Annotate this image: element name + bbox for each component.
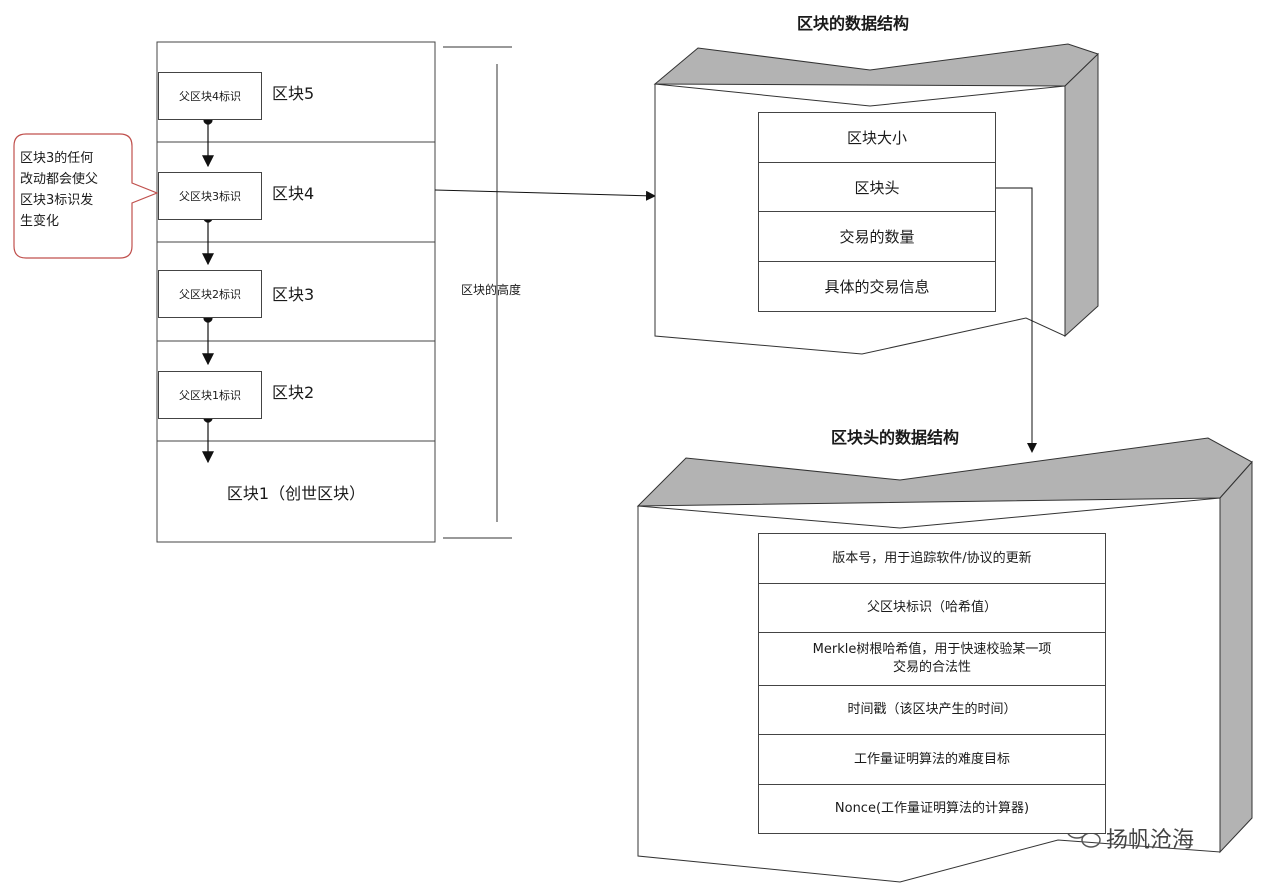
parent-ref-box: 父区块4标识 bbox=[158, 72, 262, 120]
callout-line: 区块3标识发 bbox=[20, 193, 94, 208]
callout-text: 区块3的任何 改动都会使父 区块3标识发 生变化 bbox=[20, 148, 132, 232]
block-field: 区块大小 bbox=[758, 112, 996, 163]
watermark-text: 扬帆沧海 bbox=[1106, 828, 1195, 853]
parent-ref-box: 父区块2标识 bbox=[158, 270, 262, 318]
header-field: 版本号，用于追踪软件/协议的更新 bbox=[758, 533, 1106, 584]
header-structure-table: 版本号，用于追踪软件/协议的更新 父区块标识（哈希值） Merkle树根哈希值，… bbox=[758, 533, 1106, 834]
block-structure-table: 区块大小 区块头 交易的数量 具体的交易信息 bbox=[758, 112, 996, 312]
chain-outer-box bbox=[156, 41, 436, 543]
callout-bubble-shape bbox=[13, 133, 159, 259]
header-field-text: 交易的合法性 bbox=[892, 660, 971, 675]
callout-line: 生变化 bbox=[20, 214, 60, 229]
height-bracket bbox=[443, 46, 512, 539]
header-field-text: 版本号，用于追踪软件/协议的更新 bbox=[832, 550, 1032, 566]
header-field: 工作量证明算法的难度目标 bbox=[758, 734, 1106, 785]
header-field: Merkle树根哈希值，用于快速校验某一项 交易的合法性 bbox=[758, 632, 1106, 686]
callout-line: 改动都会使父 bbox=[20, 172, 99, 187]
block-field: 交易的数量 bbox=[758, 211, 996, 262]
header-field: 父区块标识（哈希值） bbox=[758, 583, 1106, 633]
block-label: 区块4 bbox=[272, 184, 315, 203]
arrow-to-block-structure bbox=[434, 189, 656, 201]
block-structure-title: 区块的数据结构 bbox=[796, 14, 909, 33]
header-field-text: 工作量证明算法的难度目标 bbox=[853, 751, 1010, 767]
block-height-label: 区块的高度 bbox=[461, 283, 522, 297]
header-structure-title: 区块头的数据结构 bbox=[830, 428, 959, 447]
block-field: 区块头 bbox=[758, 162, 996, 212]
parent-ref-box: 父区块3标识 bbox=[158, 172, 262, 220]
header-field-text: Nonce(工作量证明算法的计算器) bbox=[834, 801, 1030, 816]
block-field: 具体的交易信息 bbox=[758, 261, 996, 312]
header-field: Nonce(工作量证明算法的计算器) bbox=[758, 784, 1106, 834]
block-label: 区块3 bbox=[272, 285, 315, 304]
header-field: 时间戳（该区块产生的时间） bbox=[758, 685, 1106, 735]
header-field-text: Merkle树根哈希值，用于快速校验某一项 bbox=[812, 642, 1052, 657]
block-label: 区块2 bbox=[272, 383, 315, 402]
arrow-to-header-structure bbox=[996, 187, 1037, 453]
header-field-text: 时间戳（该区块产生的时间） bbox=[847, 702, 1017, 717]
callout-line: 区块3的任何 bbox=[20, 151, 94, 166]
header-field-text: 父区块标识（哈希值） bbox=[866, 600, 997, 615]
parent-ref-box: 父区块1标识 bbox=[158, 371, 262, 419]
block-label: 区块5 bbox=[272, 84, 315, 103]
genesis-block-label: 区块1（创世区块） bbox=[226, 484, 366, 503]
